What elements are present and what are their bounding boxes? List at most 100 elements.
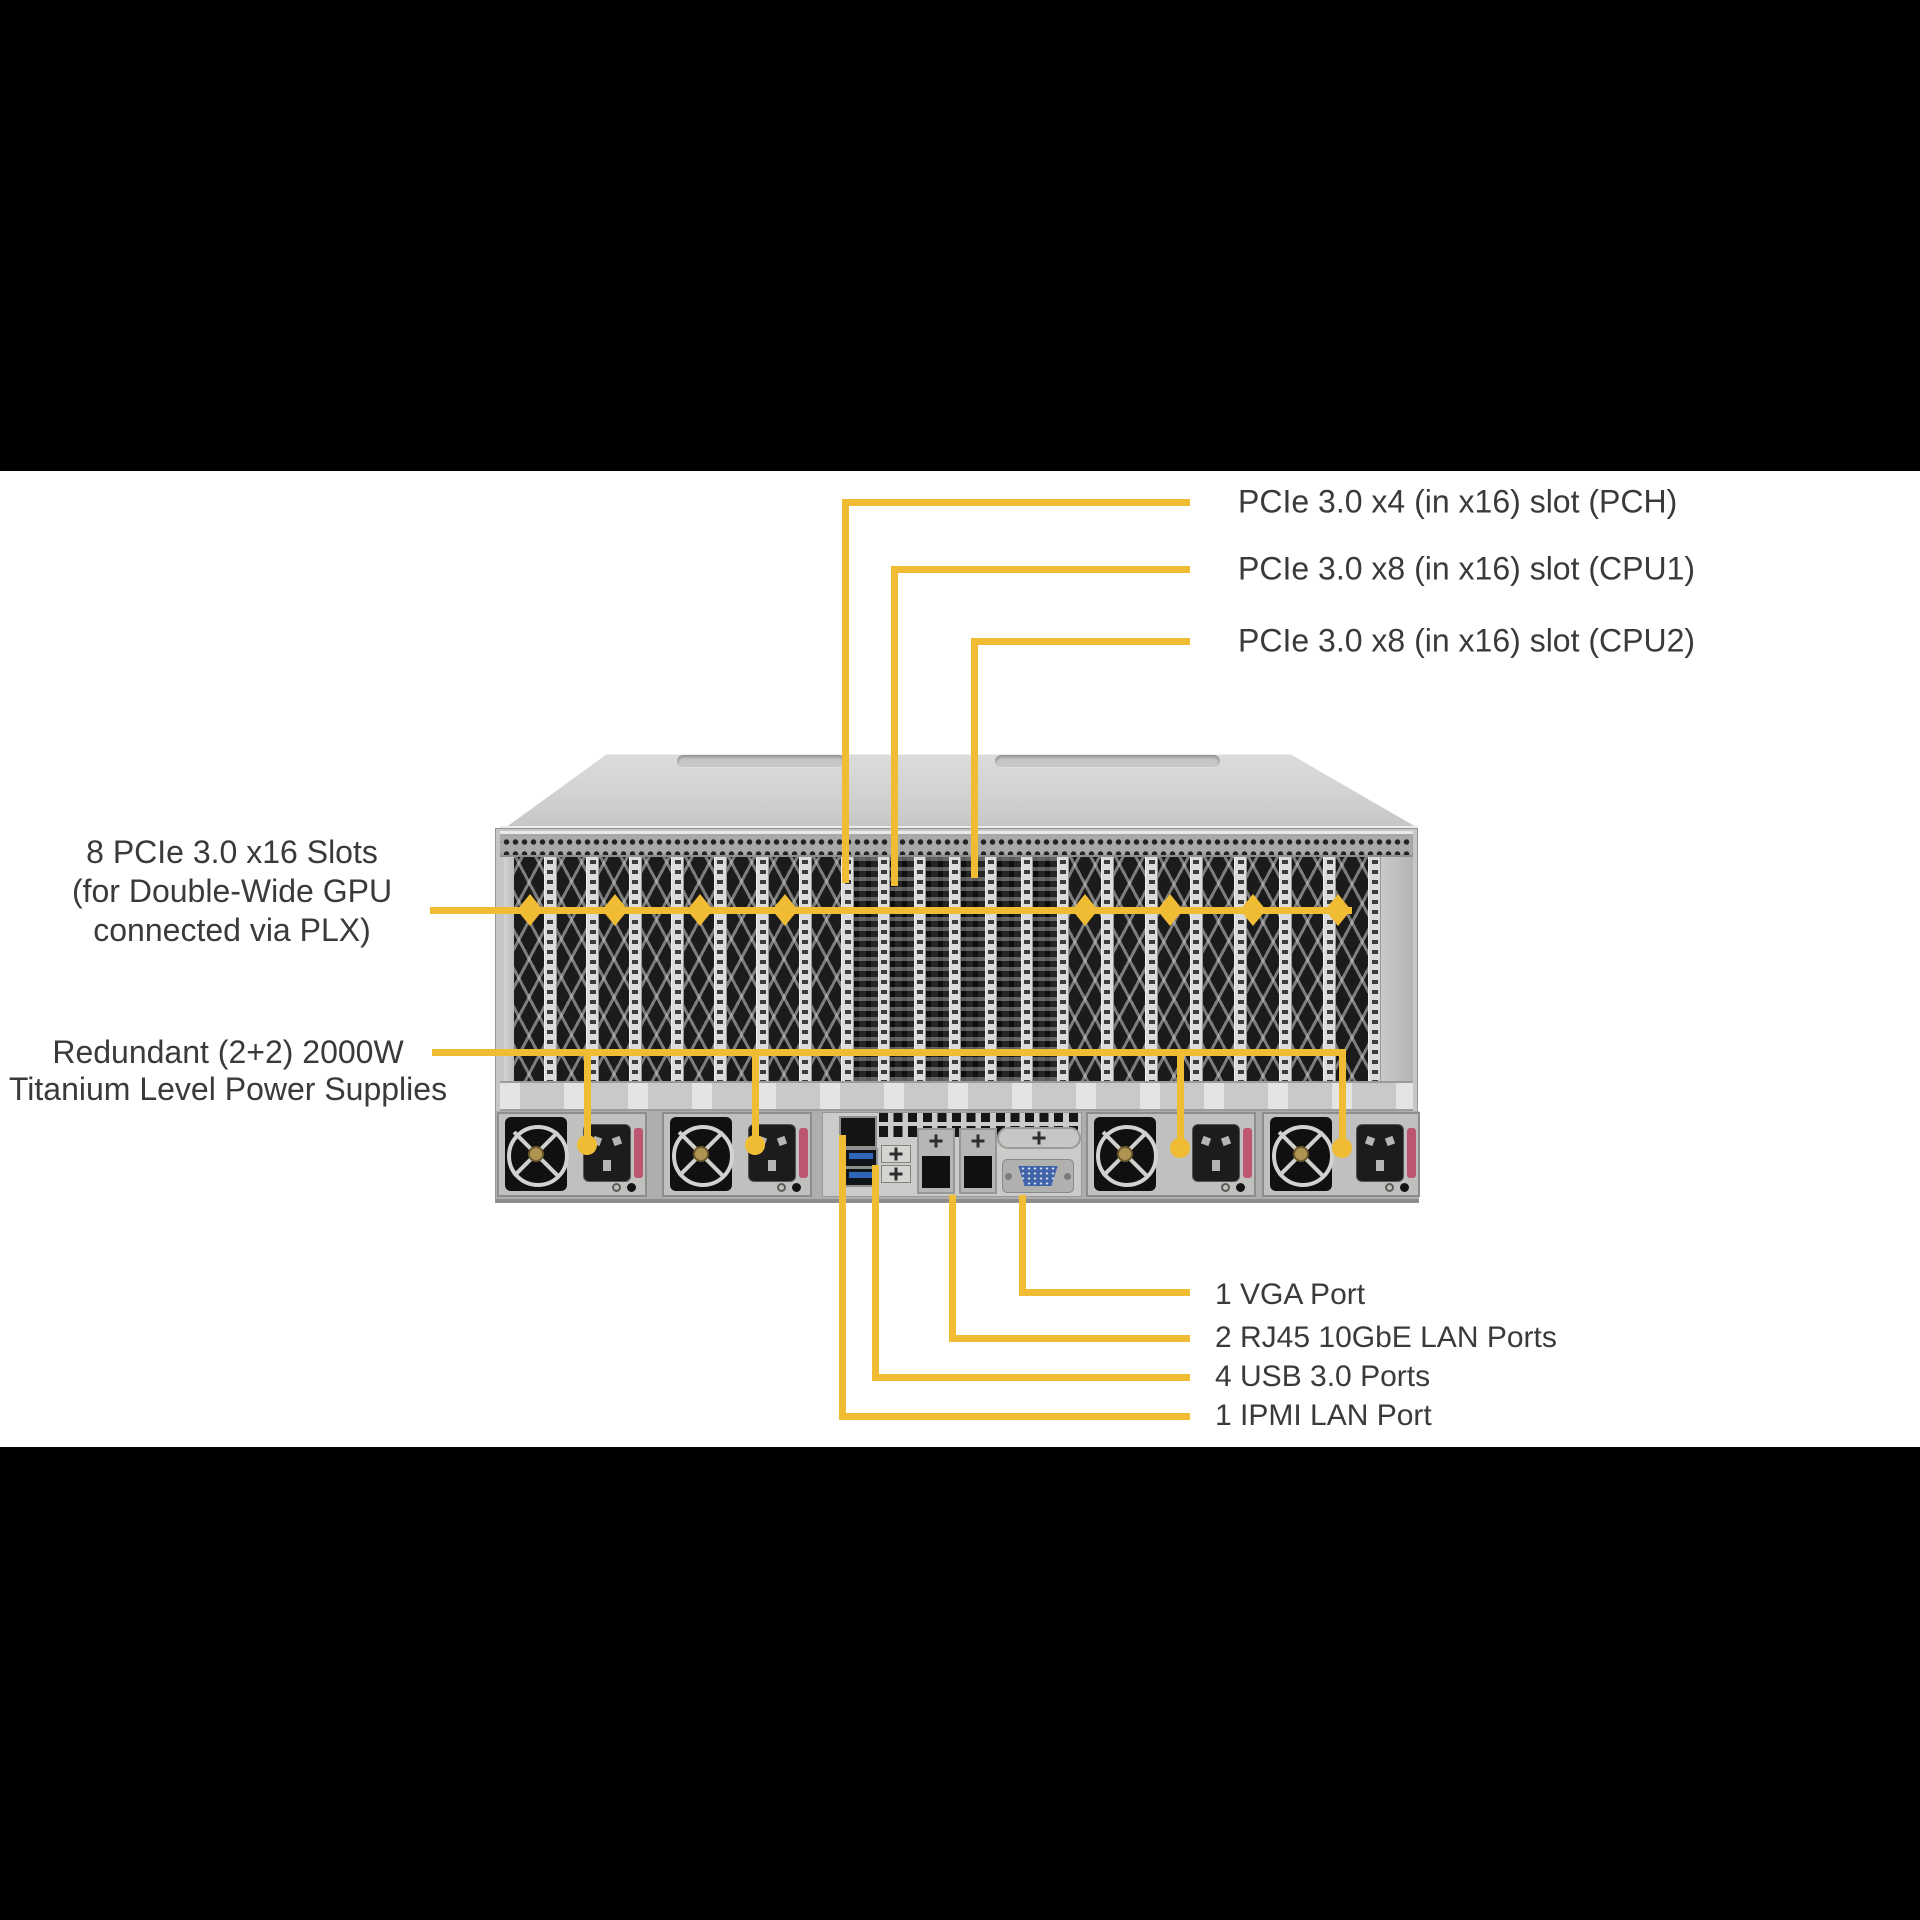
fan-hub-icon [1293, 1146, 1309, 1162]
callout-label-line: connected via PLX) [93, 912, 371, 948]
psu-led-icon [1236, 1183, 1245, 1192]
letterbox-bottom [0, 1447, 1920, 1920]
chassis-edge [1381, 857, 1413, 1081]
psu-led-icon [1221, 1183, 1230, 1192]
screw-icon [1064, 1173, 1071, 1180]
callout-label-line: Titanium Level Power Supplies [8, 1071, 448, 1107]
fan-hub-icon [693, 1146, 709, 1162]
pcie-slot-bracket [889, 857, 926, 1081]
slot-bracket-strip [841, 857, 854, 1081]
psu-fan-icon [670, 1117, 734, 1191]
slot-opening [1291, 857, 1324, 1081]
callout-line-vga-h [1019, 1289, 1190, 1296]
callout-line-usb-v [872, 1165, 879, 1381]
callout-line-vga-v [1019, 1195, 1026, 1296]
callout-label-lan: 2 RJ45 10GbE LAN Ports [1215, 1321, 1557, 1354]
slot-bracket-strip [1368, 857, 1382, 1081]
pcie-slot-group-middle [854, 857, 1069, 1081]
server-rear-panel [495, 828, 1420, 1203]
slot-opening [854, 857, 878, 1081]
psu-led-icon [777, 1183, 786, 1192]
psu-release-handle [1407, 1128, 1416, 1178]
lid-back-edge [607, 754, 1290, 755]
slot-opening [599, 857, 629, 1081]
psu-module-2 [662, 1112, 812, 1197]
pcie-slot-bracket [514, 857, 557, 1081]
pcie-slot-bracket [961, 857, 998, 1081]
pcie-slot-bracket [1202, 857, 1248, 1081]
slot-opening [1158, 857, 1190, 1081]
slot-bracket-strip [1056, 857, 1069, 1081]
callout-line-lan-v [949, 1195, 956, 1342]
pcie-slot-bracket [1069, 857, 1114, 1081]
screw-icon [1005, 1173, 1012, 1180]
psu-fan-icon [505, 1117, 569, 1191]
pcie-slot-bracket [854, 857, 890, 1081]
slot-opening [1247, 857, 1279, 1081]
slot-opening [925, 857, 950, 1081]
callout-label-pcie-pch: PCIe 3.0 x4 (in x16) slot (PCH) [1238, 483, 1678, 520]
psu-release-handle [634, 1128, 643, 1178]
rj45-jack [964, 1156, 992, 1188]
callout-label-line: 8 PCIe 3.0 x16 Slots [86, 834, 378, 870]
psu-ac-inlet [1356, 1124, 1404, 1182]
slot-opening [726, 857, 756, 1081]
psu-release-handle [1243, 1128, 1252, 1178]
slot-bracket-strip [1145, 857, 1159, 1081]
slot-bracket-strip [1100, 857, 1114, 1081]
slot-bracket-strip [713, 857, 727, 1081]
slot-opening [1202, 857, 1235, 1081]
letterbox-top [0, 0, 1920, 471]
pcie-slot-bracket [1336, 857, 1382, 1081]
slot-bracket-strip [1021, 857, 1034, 1081]
pcie-slot-bracket [684, 857, 727, 1081]
superdom-slot [881, 1145, 911, 1163]
callout-label-vga: 1 VGA Port [1215, 1278, 1366, 1311]
pcie-slot-bracket [1158, 857, 1203, 1081]
callout-line-cpu2-v [971, 638, 978, 878]
psu-led-icon [1385, 1183, 1394, 1192]
pcie-slot-bracket [641, 857, 684, 1081]
callout-line-psu-v2 [752, 1052, 759, 1146]
fan-hub-icon [528, 1146, 544, 1162]
callout-label-pcie-cpu2: PCIe 3.0 x8 (in x16) slot (CPU2) [1238, 622, 1696, 659]
slot-bracket-strip [985, 857, 998, 1081]
pcie-slot-group-left [514, 857, 854, 1081]
pcie-slot-bracket [1113, 857, 1159, 1081]
fan-guard-icon [672, 1125, 734, 1187]
callout-label-line: (for Double-Wide GPU [71, 873, 393, 909]
vga-port [1002, 1159, 1074, 1193]
slot-bracket-strip [671, 857, 684, 1081]
fan-guard-icon [1096, 1125, 1158, 1187]
callout-label-usb: 4 USB 3.0 Ports [1215, 1360, 1431, 1393]
plus-cutout-icon [919, 1132, 953, 1150]
callout-line-psu-v1 [584, 1052, 591, 1146]
callout-label-line: Redundant (2+2) 2000W [52, 1034, 404, 1070]
server-top-lid [505, 754, 1418, 828]
lid-front-edge [500, 826, 1418, 829]
slot-opening [961, 857, 986, 1081]
slot-bracket-strip [586, 857, 599, 1081]
callout-line-cpu1-h [894, 566, 1190, 573]
slot-opening [1113, 857, 1146, 1081]
callout-label-ipmi: 1 IPMI LAN Port [1215, 1399, 1432, 1432]
callout-line-lan-h [949, 1335, 1190, 1342]
vent-strip [500, 831, 1413, 857]
callout-line-usb-h [872, 1374, 1190, 1381]
slot-bracket-strip [1323, 857, 1337, 1081]
chassis-base [496, 1199, 1419, 1203]
slot-opening [997, 857, 1022, 1081]
psu-fan-icon [1270, 1117, 1334, 1191]
superdom-slot [881, 1165, 911, 1183]
pcie-slot-bracket [1033, 857, 1069, 1081]
rj45-10gbe-port [917, 1128, 955, 1194]
slot-bracket-strip [543, 857, 557, 1081]
slot-opening [556, 857, 586, 1081]
slot-opening [1336, 857, 1369, 1081]
callout-line-psu-h [432, 1049, 1342, 1056]
rj45-10gbe-port [959, 1128, 997, 1194]
psu-module-3 [1086, 1112, 1256, 1197]
psu-ac-inlet [1192, 1124, 1240, 1182]
psu-led-icon [627, 1183, 636, 1192]
fan-guard-icon [1272, 1125, 1334, 1187]
